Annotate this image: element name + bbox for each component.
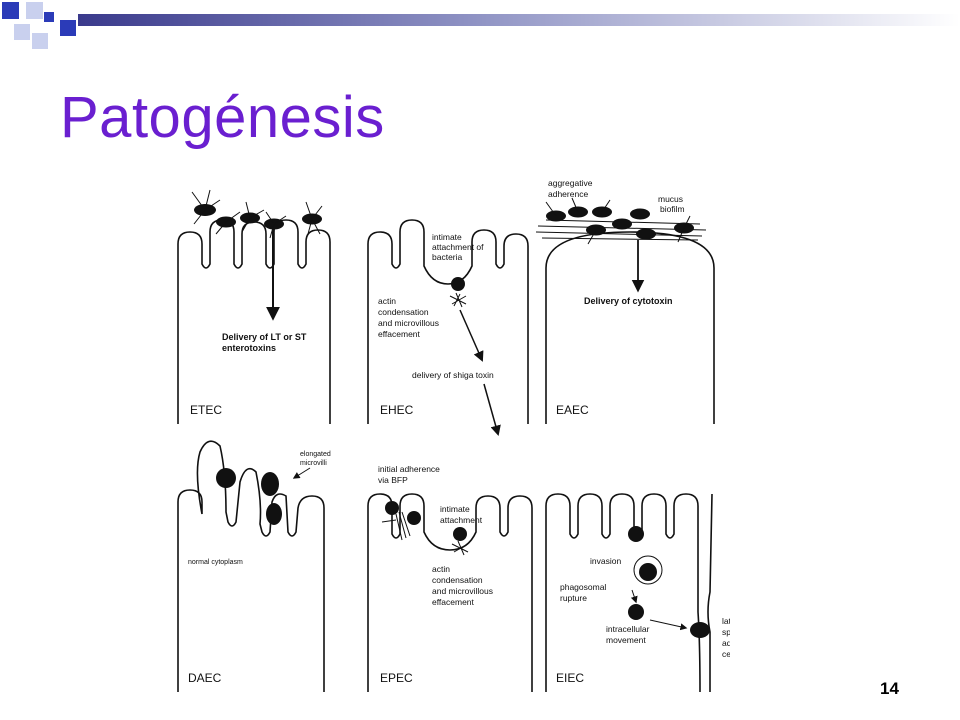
ehec-label-5: condensation: [378, 307, 429, 317]
daec-label-3: normal cytoplasm: [188, 559, 243, 566]
ehec-label-1: intimate: [432, 232, 462, 242]
eiec-label-4: intracellular: [606, 624, 650, 634]
corner-square-light-1: [26, 2, 43, 19]
ehec-label-3: bacteria: [432, 252, 463, 262]
panel-epec: initial adherence via BFP intimate attac…: [367, 464, 533, 692]
eiec-label-5: movement: [606, 635, 646, 645]
eiec-label-7: spread to: [722, 627, 730, 637]
epec-label-8: effacement: [432, 597, 475, 607]
ehec-label-7: effacement: [378, 329, 421, 339]
panel-eaec: aggregative adherence mucus biofilm Deli…: [535, 178, 715, 424]
eiec-label-6: lateral: [722, 616, 730, 626]
corner-square-light-3: [32, 33, 48, 49]
epec-panel-name: EPEC: [380, 671, 413, 685]
ehec-label-6: and microvillous: [378, 318, 439, 328]
eaec-label-1: aggregative: [548, 178, 593, 188]
epec-label-3: intimate: [440, 504, 470, 514]
eaec-label-2: adherence: [548, 189, 588, 199]
eiec-label-1: invasion: [590, 556, 621, 566]
ehec-label-2: attachment of: [432, 242, 484, 252]
corner-square-dark-2: [44, 12, 54, 22]
eiec-label-3: rupture: [560, 593, 587, 603]
eaec-panel-name: EAEC: [556, 403, 589, 417]
panel-eiec: invasion phagosomal rupture intracellula…: [545, 493, 758, 693]
eiec-panel-name: EIEC: [556, 671, 584, 685]
panel-etec: Delivery of LT or ST enterotoxins ETEC: [177, 189, 331, 424]
eaec-label-5: Delivery of cytotoxin: [584, 296, 673, 306]
ehec-panel-name: EHEC: [380, 403, 414, 417]
corner-square-light-2: [14, 24, 30, 40]
daec-panel-name: DAEC: [188, 671, 222, 685]
eiec-label-8: adjacent: [722, 638, 730, 648]
eaec-label-3: mucus: [658, 194, 683, 204]
epec-label-6: condensation: [432, 575, 483, 585]
header-bar: [78, 14, 960, 26]
corner-square-dark-3: [60, 20, 76, 36]
daec-label-1: elongated: [300, 451, 331, 458]
corner-square-dark-1: [2, 2, 19, 19]
panel-daec: elongated microvilli normal cytoplasm DA…: [177, 440, 331, 692]
eiec-label-9: cell: [722, 649, 730, 659]
slide-number: 14: [880, 679, 899, 698]
pathogenesis-diagram: Delivery of LT or ST enterotoxins ETEC i…: [170, 172, 758, 706]
epec-label-7: and microvillous: [432, 586, 493, 596]
panel-ehec: intimate attachment of bacteria actin co…: [367, 219, 529, 437]
etec-label-2: enterotoxins: [222, 343, 276, 353]
etec-panel-name: ETEC: [190, 403, 222, 417]
ehec-label-8: delivery of shiga toxin: [412, 370, 494, 380]
etec-label-1: Delivery of LT or ST: [222, 332, 307, 342]
eaec-label-4: biofilm: [660, 204, 685, 214]
epec-label-4: attachment: [440, 515, 483, 525]
epec-label-2: via BFP: [378, 475, 408, 485]
daec-label-2: microvilli: [300, 460, 327, 467]
slide-title: Patogénesis: [60, 85, 385, 150]
epec-label-5: actin: [432, 564, 450, 574]
ehec-label-4: actin: [378, 296, 396, 306]
eiec-label-2: phagosomal: [560, 582, 606, 592]
epec-label-1: initial adherence: [378, 464, 440, 474]
